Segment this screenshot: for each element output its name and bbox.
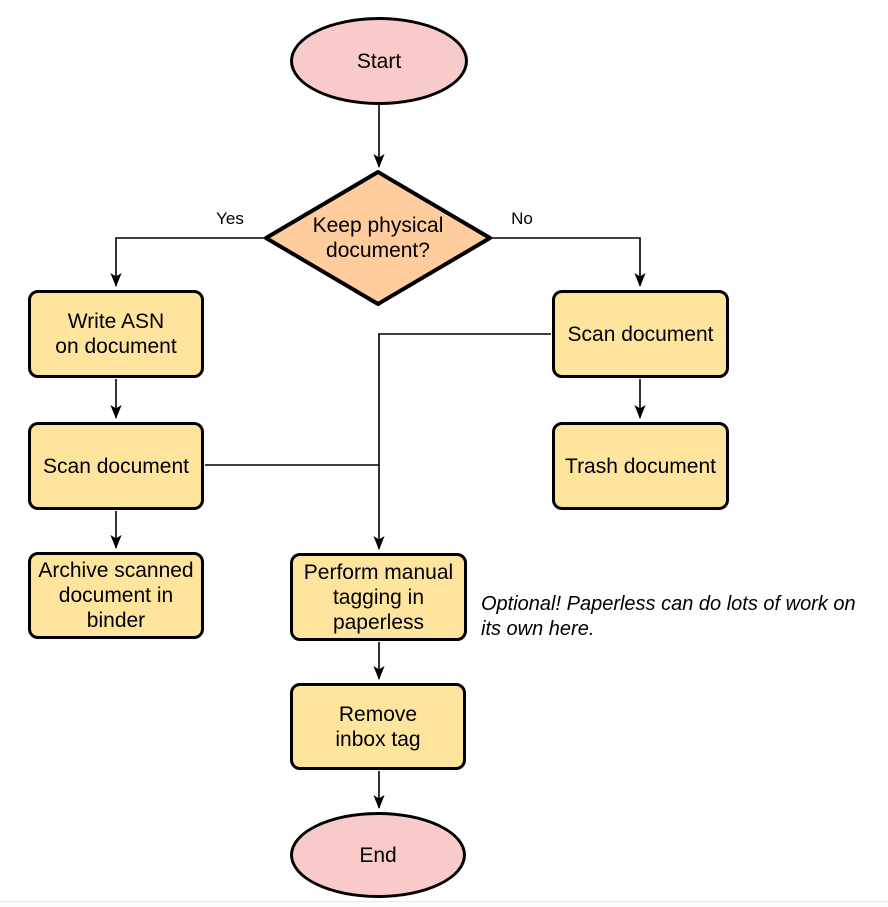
edge-label-no: No (497, 209, 547, 229)
node-decision-label: Keep physical document? (312, 214, 444, 262)
node-write-asn: Write ASN on document (28, 290, 204, 378)
note-optional-paperless: Optional! Paperless can do lots of work … (481, 593, 856, 640)
node-decision-keep-physical: Keep physical document? (288, 212, 468, 264)
node-manual-tagging: Perform manual tagging in paperless (290, 553, 467, 641)
node-remove-inbox-tag: Remove inbox tag (290, 683, 466, 770)
edge-label-yes: Yes (205, 209, 255, 229)
edge-scan-right-to-tagging (373, 333, 551, 550)
edge-decision-yes-to-write-asn (110, 237, 267, 287)
node-scan-document-left: Scan document (28, 422, 204, 510)
node-archive-binder: Archive scanned document in binder (28, 552, 204, 639)
node-archive-label: Archive scanned document in binder (38, 559, 194, 632)
node-trash-label: Trash document (565, 454, 716, 478)
node-scan-left-label: Scan document (43, 454, 189, 478)
node-start-label: Start (356, 49, 402, 73)
decision-diamond-shape (264, 170, 492, 306)
node-tagging-label: Perform manual tagging in paperless (303, 560, 454, 634)
node-scan-right-label: Scan document (567, 322, 714, 346)
node-scan-document-right: Scan document (552, 290, 729, 378)
node-write-asn-label: Write ASN on document (55, 310, 177, 358)
node-trash-document: Trash document (552, 422, 729, 510)
node-end: End (290, 812, 466, 898)
node-end-label: End (359, 843, 397, 867)
edge-decision-no-to-scan-right (489, 237, 646, 287)
page-bottom-edge (0, 901, 888, 907)
node-start: Start (290, 17, 468, 105)
node-remove-inbox-label: Remove inbox tag (335, 702, 421, 751)
